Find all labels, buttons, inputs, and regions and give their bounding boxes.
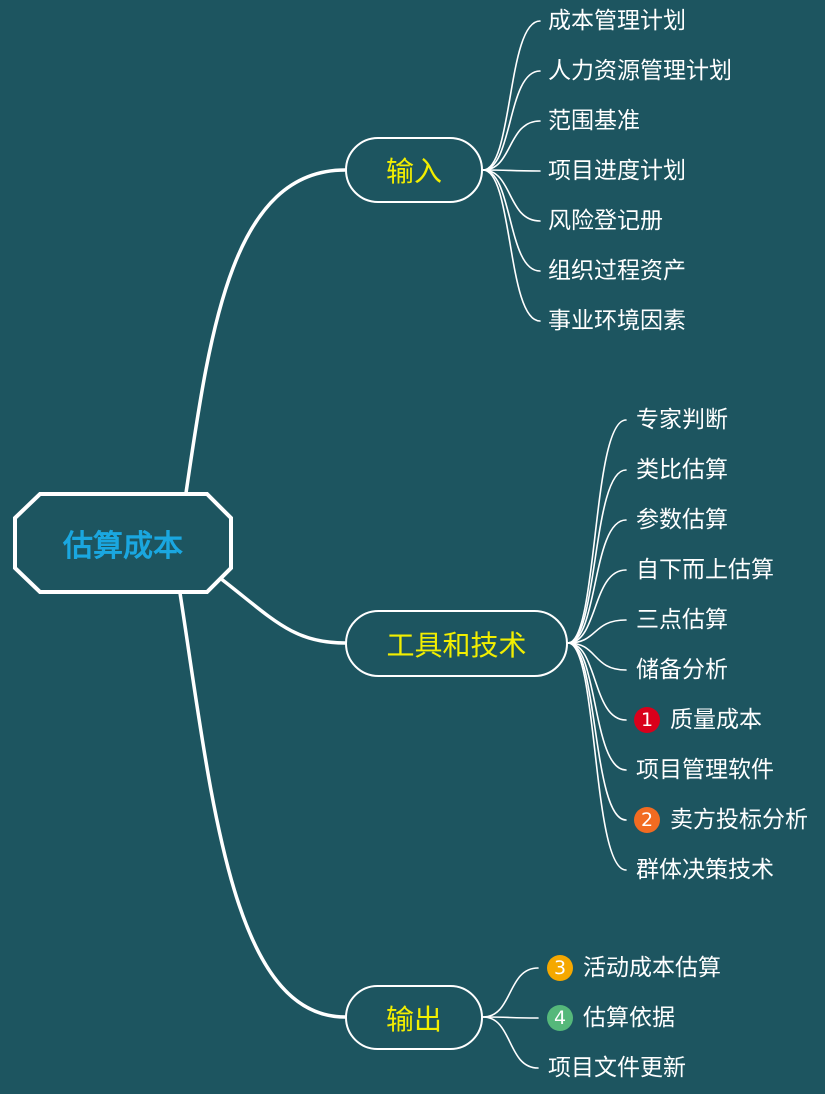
branch-output: 输出 — [345, 985, 483, 1050]
number-badge: 3 — [547, 955, 573, 981]
root-node-shape — [13, 492, 233, 594]
connector-tool-item — [567, 642, 627, 671]
connector-tool-item — [567, 642, 627, 771]
item-label: 质量成本 — [670, 707, 762, 733]
connector-output-item — [482, 967, 539, 1018]
tool-technique-item: 2 卖方投标分析 — [634, 804, 808, 836]
tool-technique-item: 项目管理软件 — [636, 757, 774, 783]
connector-input-item — [482, 20, 541, 171]
connector-root-output — [178, 591, 347, 1019]
connector-input-item — [482, 169, 541, 172]
connector-tool-item — [567, 642, 627, 871]
connector-root-tools — [218, 576, 347, 645]
tool-technique-item: 群体决策技术 — [636, 857, 774, 883]
connector-tool-item — [567, 619, 627, 644]
tool-technique-item: 专家判断 — [636, 407, 728, 433]
root-node-label: 估算成本 — [63, 529, 183, 564]
output-item: 项目文件更新 — [548, 1055, 686, 1081]
connector-tool-item — [567, 569, 627, 644]
tool-technique-item: 储备分析 — [636, 657, 728, 683]
input-item: 项目进度计划 — [548, 158, 686, 184]
input-item: 人力资源管理计划 — [548, 58, 732, 84]
input-item: 风险登记册 — [548, 208, 663, 234]
connector-input-item — [482, 120, 541, 171]
tool-technique-item: 1 质量成本 — [634, 704, 762, 736]
tool-technique-item: 参数估算 — [636, 507, 728, 533]
input-item: 事业环境因素 — [548, 308, 686, 334]
item-label: 卖方投标分析 — [670, 807, 808, 833]
connector-input-item — [482, 169, 541, 322]
connector-root-input — [184, 168, 347, 495]
input-item: 成本管理计划 — [548, 8, 686, 34]
tool-technique-item: 三点估算 — [636, 607, 728, 633]
branch-tools-techniques: 工具和技术 — [345, 610, 568, 677]
connector-output-item — [482, 1016, 539, 1069]
connector-input-item — [482, 70, 541, 171]
item-label: 估算依据 — [583, 1005, 675, 1031]
input-item: 组织过程资产 — [548, 258, 686, 284]
connector-tool-item — [567, 419, 627, 644]
number-badge: 2 — [634, 807, 660, 833]
output-item: 4 估算依据 — [547, 1002, 675, 1034]
tool-technique-item: 类比估算 — [636, 457, 728, 483]
number-badge: 1 — [634, 707, 660, 733]
connector-output-item — [482, 1016, 539, 1019]
item-label: 活动成本估算 — [583, 955, 721, 981]
connector-tool-item — [567, 469, 627, 644]
connector-input-item — [482, 169, 541, 222]
branch-input: 输入 — [345, 137, 483, 203]
output-item: 3 活动成本估算 — [547, 952, 721, 984]
connector-tool-item — [567, 642, 627, 721]
connector-input-item — [482, 169, 541, 272]
connector-tool-item — [567, 519, 627, 644]
connector-tool-item — [567, 642, 627, 821]
tool-technique-item: 自下而上估算 — [636, 557, 774, 583]
input-item: 范围基准 — [548, 108, 640, 134]
number-badge: 4 — [547, 1005, 573, 1031]
